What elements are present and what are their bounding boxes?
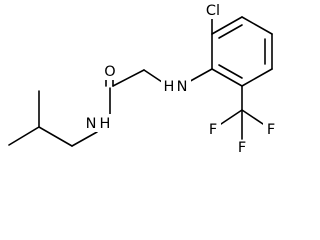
c-f-bond-2 [217, 109, 243, 127]
ring-double-inner-1 [218, 24, 243, 39]
chlorine-label: Cl [206, 3, 220, 19]
c-f-bond-3 [241, 109, 267, 127]
fluorine-label-right: F [267, 122, 275, 138]
ring-bond-1 [211, 16, 243, 35]
ch2-ch-bond [38, 126, 73, 147]
amine-hydrogen-label: H [164, 79, 175, 95]
oxygen-label: O [104, 64, 115, 80]
amide-nitrogen-label: N [86, 116, 97, 132]
n-ch2-bond [71, 131, 98, 147]
ch-ch3-left-bond [8, 126, 40, 146]
ring-double-inner-3 [218, 64, 243, 79]
amine-nitrogen-label: N [177, 79, 188, 95]
amide-hydrogen-label: H [100, 116, 111, 132]
bonds [8, 16, 273, 147]
ring-bond-5 [211, 68, 243, 87]
ring-bond-2 [241, 16, 273, 35]
molecule-canvas: Cl O N H H N F F F [8, 2, 279, 156]
ring-bond-4 [241, 68, 273, 87]
fluorine-label-bottom: F [238, 140, 246, 156]
ch2-co-bond [112, 69, 145, 87]
structure-diagram: Cl O N H H N F F F [8, 2, 279, 156]
atom-labels: Cl O N H H N F F F [84, 2, 279, 156]
fluorine-label-left: F [209, 122, 217, 138]
